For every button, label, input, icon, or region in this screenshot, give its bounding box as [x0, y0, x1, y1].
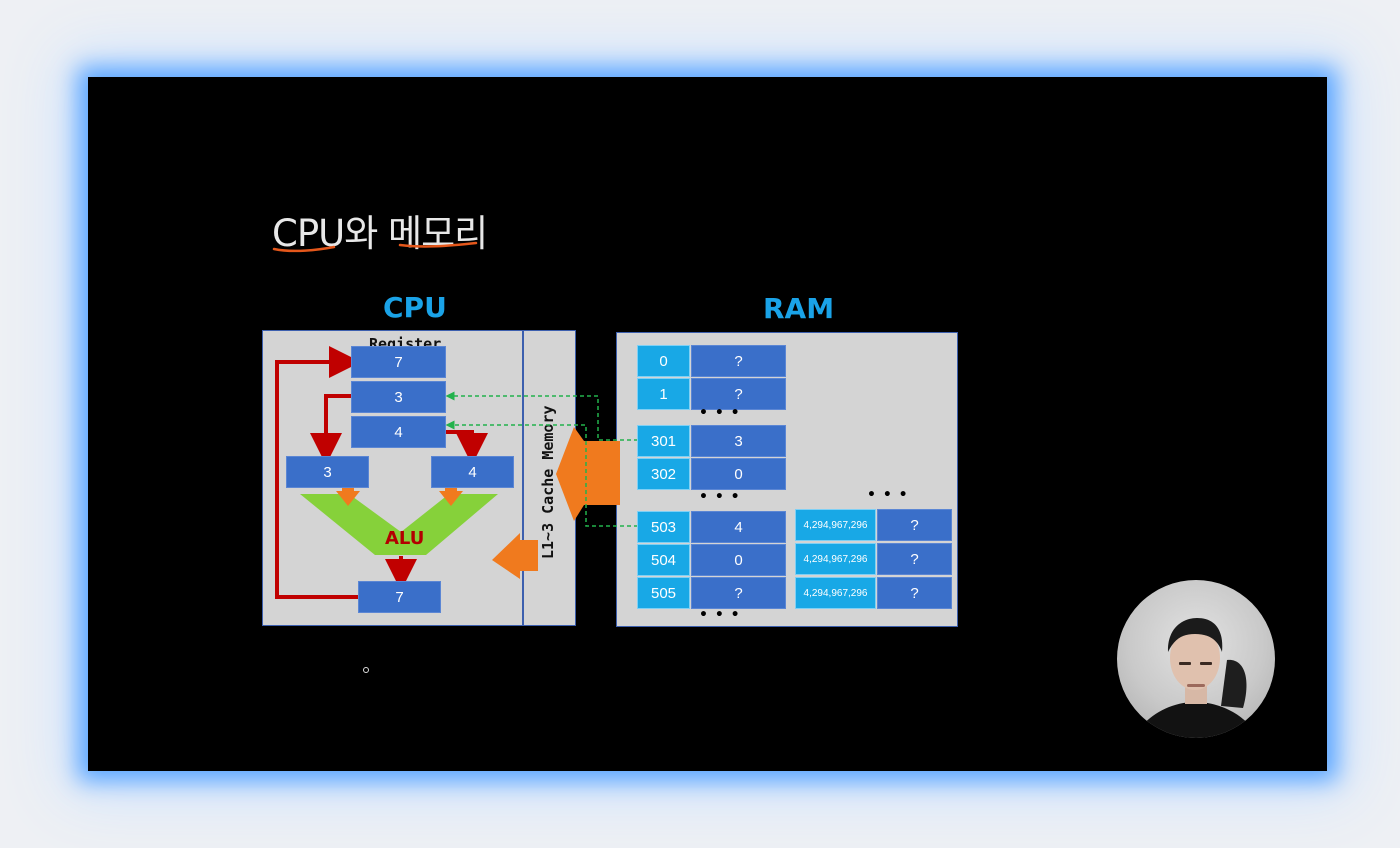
ram-address-cell: 1	[637, 378, 690, 410]
ram-value-cell: 3	[691, 425, 786, 457]
register-to-right-operand-arrow	[446, 430, 488, 465]
ram-high-value-cell: ?	[877, 509, 952, 541]
alu-result: 7	[358, 581, 441, 613]
register-value: 4	[351, 416, 446, 448]
ram-high-address-cell: 4,294,967,296	[795, 543, 876, 575]
underline-memory	[398, 241, 478, 248]
link-503-to-register	[445, 420, 638, 527]
ram-ellipsis: • • •	[699, 489, 741, 505]
slide-title: CPU와 메모리	[272, 203, 488, 257]
alu-operand-left: 3	[286, 456, 369, 488]
ram-address-cell: 302	[637, 458, 690, 490]
title-underlines	[272, 241, 478, 253]
register-value: 3	[351, 381, 446, 413]
ram-value-cell: 0	[691, 544, 786, 576]
ram-value-cell: 4	[691, 511, 786, 543]
cache-divider	[522, 330, 524, 626]
ram-header: RAM	[763, 292, 835, 325]
ram-value-cell: ?	[691, 378, 786, 410]
presenter-webcam	[1117, 580, 1275, 738]
ram-ellipsis: • • •	[699, 405, 741, 421]
ram-address-cell: 505	[637, 577, 690, 609]
cpu-header: CPU	[383, 291, 447, 324]
register-value: 7	[351, 346, 446, 378]
ram-address-cell: 0	[637, 345, 690, 377]
ram-address-cell: 503	[637, 511, 690, 543]
cache-to-cpu-arrow	[492, 533, 538, 579]
presenter-icon	[1135, 618, 1257, 738]
ram-to-cache-arrow	[556, 427, 620, 521]
register-to-left-operand-arrow	[310, 394, 351, 465]
ram-high-value-cell: ?	[877, 577, 952, 609]
ram-high-address-cell: 4,294,967,296	[795, 577, 876, 609]
underline-cpu	[272, 245, 336, 253]
ram-high-address-cell: 4,294,967,296	[795, 509, 876, 541]
ram-address-cell: 504	[637, 544, 690, 576]
ram-address-cell: 301	[637, 425, 690, 457]
ram-ellipsis: • • •	[867, 487, 909, 503]
slide: CPU와 메모리 CPU RAM L1~3 Cache Memory	[88, 77, 1327, 771]
alu-operand-right: 4	[431, 456, 514, 488]
ram-value-cell: ?	[691, 577, 786, 609]
slide-title-text: CPU와 메모리	[272, 212, 488, 255]
link-301-to-register	[445, 391, 638, 441]
alu-shape	[300, 494, 498, 555]
feedback-arrow	[275, 346, 361, 599]
ram-ellipsis: • • •	[699, 607, 741, 623]
ram-value-cell: 0	[691, 458, 786, 490]
alu-label: ALU	[385, 528, 425, 549]
ram-high-value-cell: ?	[877, 543, 952, 575]
ram-value-cell: ?	[691, 345, 786, 377]
pointer-dot	[363, 667, 369, 673]
